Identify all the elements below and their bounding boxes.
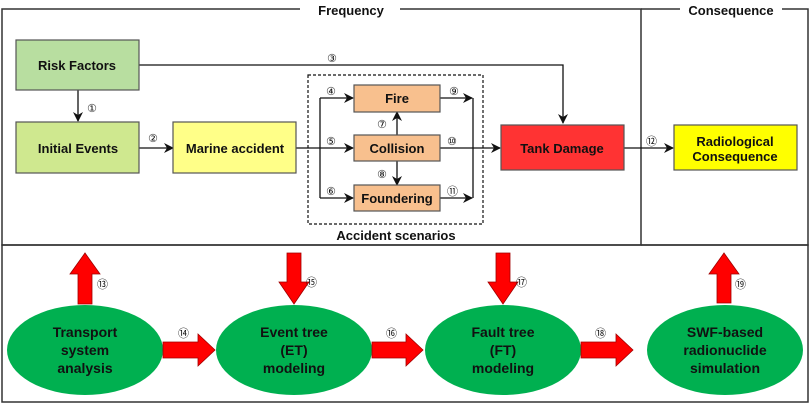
red-arrow-17-down (487, 252, 519, 305)
step-12: ⑫ (646, 135, 657, 148)
method-swf-radionuclide-simulation: SWF-based radionuclide simulation (647, 305, 803, 395)
accident-scenarios-box (307, 74, 484, 225)
method-event-tree-modeling: Event tree (ET) modeling (216, 305, 372, 395)
svg-text:analysis: analysis (57, 360, 112, 376)
methods-frame (1, 244, 809, 403)
red-arrow-14-right (162, 333, 216, 367)
method-transport-system-analysis: Transport system analysis (7, 305, 163, 395)
step-15: ⑮ (306, 276, 317, 289)
node-risk-factors: Risk Factors (15, 39, 140, 91)
node-marine-accident: Marine accident (172, 121, 297, 174)
svg-text:Initial Events: Initial Events (38, 141, 118, 156)
step-3: ③ (327, 52, 337, 65)
svg-text:Consequence: Consequence (692, 149, 777, 164)
step-18: ⑱ (595, 327, 606, 340)
svg-text:Fire: Fire (385, 91, 409, 106)
node-radiological-consequence: Radiological Consequence (673, 124, 798, 171)
method-fault-tree-modeling: Fault tree (FT) modeling (425, 305, 581, 395)
step-10: ⑩ (447, 135, 457, 148)
svg-text:radionuclide: radionuclide (683, 342, 766, 358)
svg-text:Risk Factors: Risk Factors (38, 58, 116, 73)
svg-text:(ET): (ET) (280, 342, 307, 358)
red-arrow-16-right (371, 333, 424, 367)
connectors (73, 64, 674, 203)
svg-text:modeling: modeling (472, 360, 534, 376)
svg-text:simulation: simulation (690, 360, 760, 376)
node-fire: Fire (353, 84, 441, 113)
step-8: ⑧ (377, 168, 387, 181)
step-5: ⑤ (326, 135, 336, 148)
svg-text:modeling: modeling (263, 360, 325, 376)
step-16: ⑯ (386, 327, 397, 340)
step-17: ⑰ (516, 276, 527, 289)
red-arrow-18-right (580, 333, 634, 367)
svg-text:Marine accident: Marine accident (186, 141, 285, 156)
consequence-label: Consequence (688, 3, 773, 18)
svg-text:Foundering: Foundering (361, 191, 433, 206)
step-7: ⑦ (377, 118, 387, 131)
red-arrow-15-down (278, 252, 310, 305)
svg-text:Tank Damage: Tank Damage (520, 141, 604, 156)
svg-text:Radiological: Radiological (696, 134, 773, 149)
svg-text:SWF-based: SWF-based (687, 324, 763, 340)
node-collision: Collision (353, 134, 441, 162)
node-tank-damage: Tank Damage (500, 124, 625, 171)
step-13: ⑬ (97, 278, 108, 291)
node-foundering: Foundering (353, 184, 441, 212)
red-arrow-13-up (69, 252, 101, 305)
red-arrow-19-up (708, 252, 740, 304)
svg-text:system: system (61, 342, 109, 358)
svg-text:Event tree: Event tree (260, 324, 328, 340)
svg-text:(FT): (FT) (490, 342, 516, 358)
svg-text:Fault tree: Fault tree (471, 324, 534, 340)
step-9: ⑨ (449, 85, 459, 98)
step-19: ⑲ (735, 278, 746, 291)
step-2: ② (148, 132, 158, 145)
arrow-3 (139, 64, 568, 124)
accident-scenarios-label: Accident scenarios (336, 228, 455, 243)
step-6: ⑥ (326, 185, 336, 198)
svg-text:Collision: Collision (370, 141, 425, 156)
step-4: ④ (326, 85, 336, 98)
frequency-label: Frequency (318, 3, 385, 18)
step-14: ⑭ (178, 327, 189, 340)
svg-text:Transport: Transport (53, 324, 118, 340)
step-1: ① (87, 102, 97, 115)
node-initial-events: Initial Events (15, 121, 140, 174)
step-11: ⑪ (447, 185, 458, 198)
